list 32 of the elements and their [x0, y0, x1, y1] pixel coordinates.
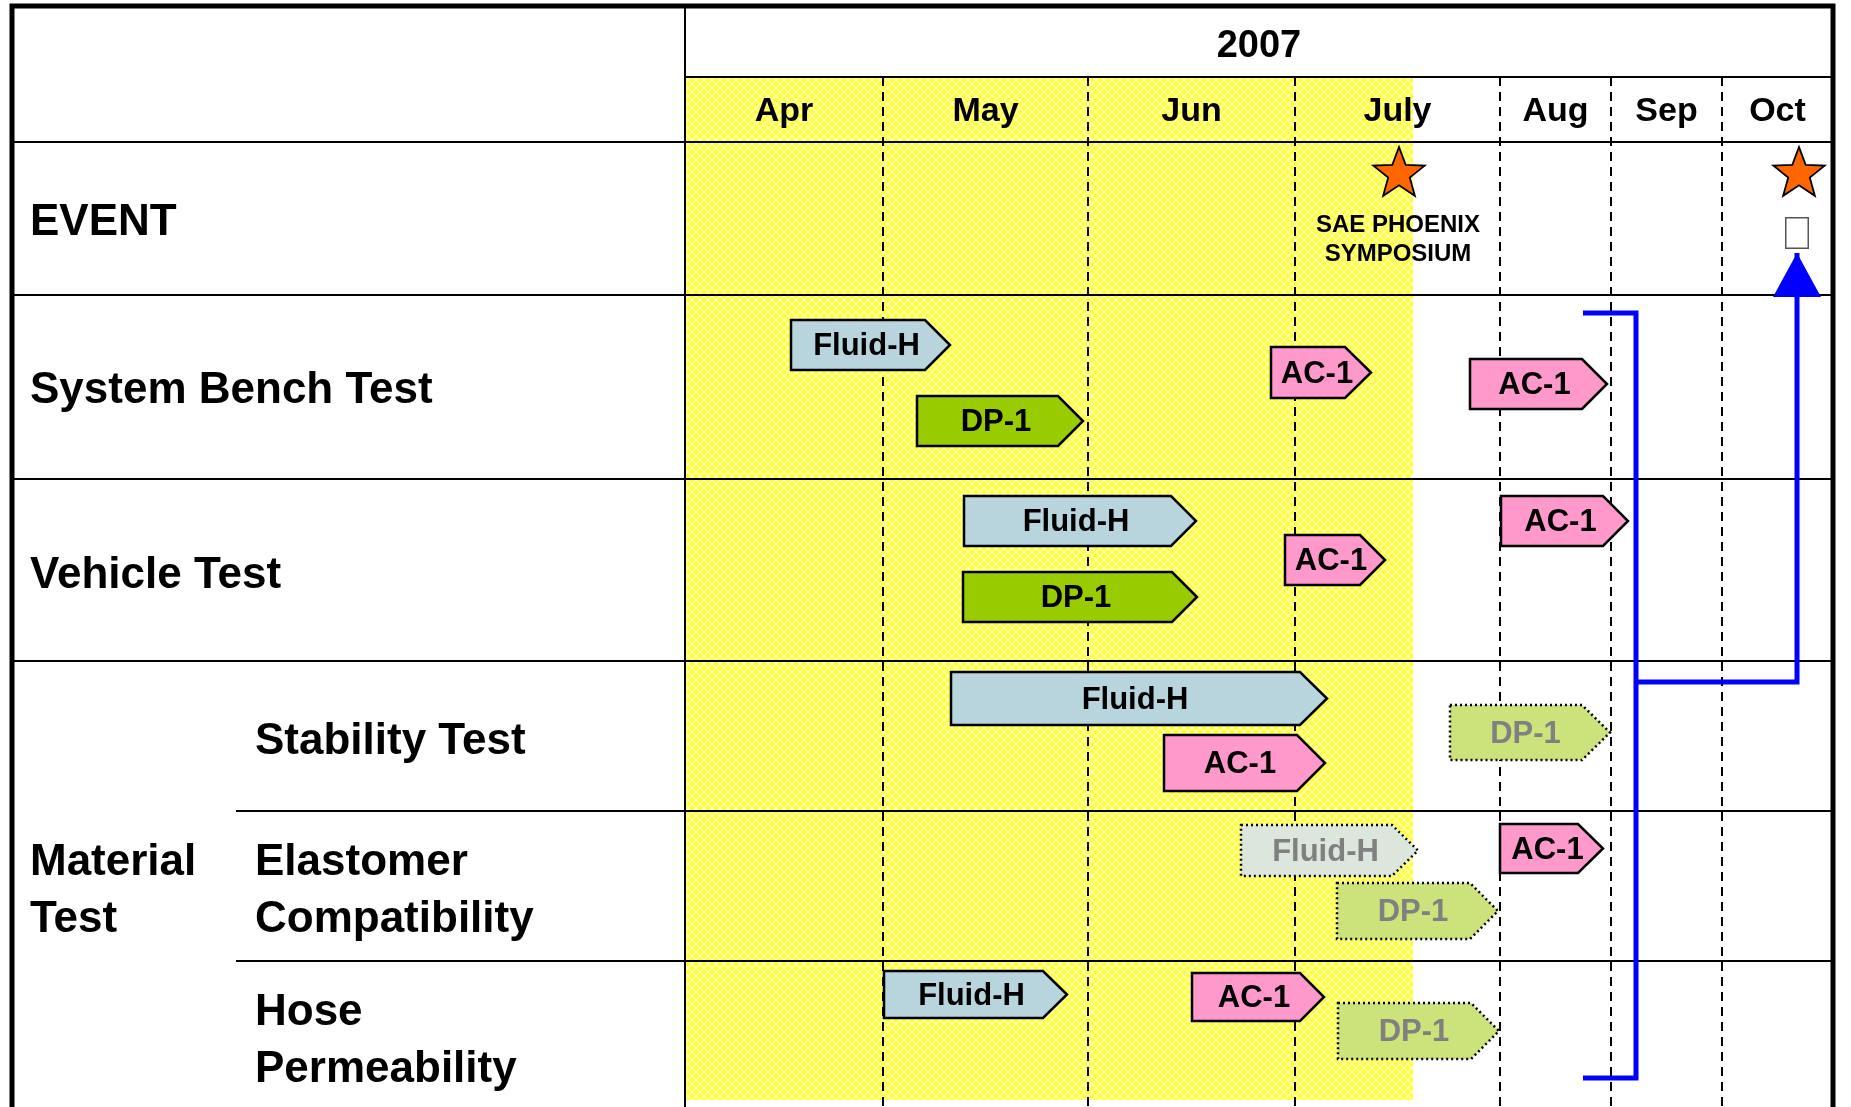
task-bar: DP-1	[916, 395, 1084, 447]
month-header: May	[951, 89, 1020, 131]
row-header: Vehicle Test	[30, 546, 283, 599]
month-header: Aug	[1521, 89, 1590, 131]
task-bar: Fluid-H	[790, 319, 951, 371]
month-header: July	[1362, 89, 1433, 131]
row-header: Hose Permeability	[255, 983, 518, 1093]
task-bar: Fluid-H	[963, 495, 1197, 547]
bracket-arrow	[1580, 250, 1821, 1081]
task-bar: AC-1	[1469, 358, 1608, 410]
row-header: EVENT	[30, 193, 178, 246]
task-bar: DP-1	[962, 571, 1198, 623]
month-header: Jun	[1160, 89, 1223, 131]
year-header: 2007	[1215, 22, 1303, 68]
row-header: Material Test	[30, 833, 198, 943]
task-bar: AC-1	[1191, 972, 1325, 1022]
square-marker	[1785, 217, 1809, 249]
task-bar: AC-1	[1500, 495, 1629, 547]
task-bar: DP-1	[1336, 882, 1499, 940]
task-bar: DP-1	[1337, 1002, 1500, 1060]
month-header: Oct	[1748, 89, 1807, 131]
row-header: System Bench Test	[30, 361, 434, 414]
task-bar: AC-1	[1163, 734, 1326, 792]
task-bar: Fluid-H	[950, 671, 1328, 726]
month-header: Apr	[753, 89, 815, 131]
task-bar: AC-1	[1499, 823, 1604, 874]
row-header: Stability Test	[255, 712, 527, 765]
task-bar: DP-1	[1449, 704, 1611, 761]
row-header: Elastomer Compatibility	[255, 833, 535, 943]
task-bar: Fluid-H	[1240, 824, 1419, 877]
task-bar: Fluid-H	[883, 970, 1068, 1019]
month-header: Sep	[1634, 89, 1699, 131]
